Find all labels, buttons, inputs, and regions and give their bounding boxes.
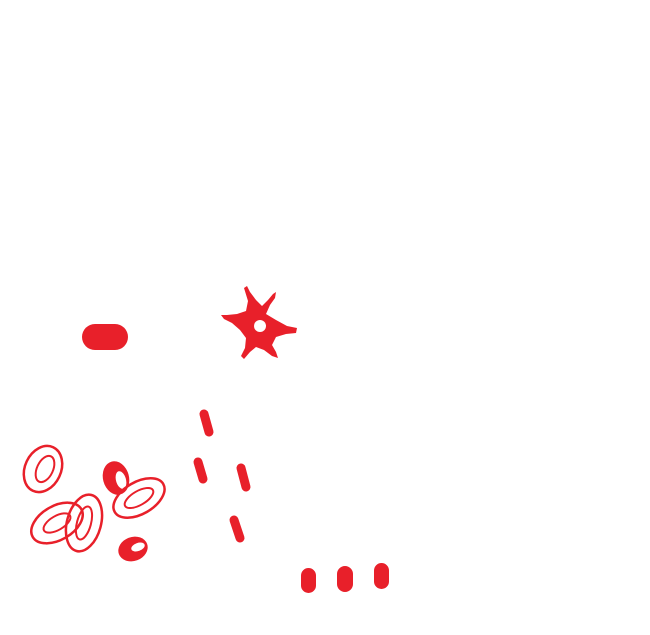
blood-cell <box>112 477 166 519</box>
blood-cell <box>22 444 64 494</box>
pill <box>301 568 316 593</box>
neuron-cell-icon <box>221 286 297 359</box>
blood-cell <box>64 493 104 553</box>
neuron-nucleus <box>254 320 266 332</box>
blood-cell <box>30 501 84 545</box>
blood-cell <box>102 461 130 495</box>
red-blood-cells-icon <box>22 444 166 562</box>
dash-mark <box>236 463 251 492</box>
dash-mark <box>199 409 214 437</box>
pill-icon <box>301 563 389 593</box>
blood-cell <box>118 536 148 562</box>
dash-mark <box>229 515 245 543</box>
dash-marks-icon <box>193 409 251 543</box>
capsule-shape <box>82 324 128 350</box>
dash-mark <box>193 457 208 484</box>
pill <box>337 566 353 592</box>
capsule-icon <box>82 324 128 350</box>
pill <box>374 563 389 589</box>
